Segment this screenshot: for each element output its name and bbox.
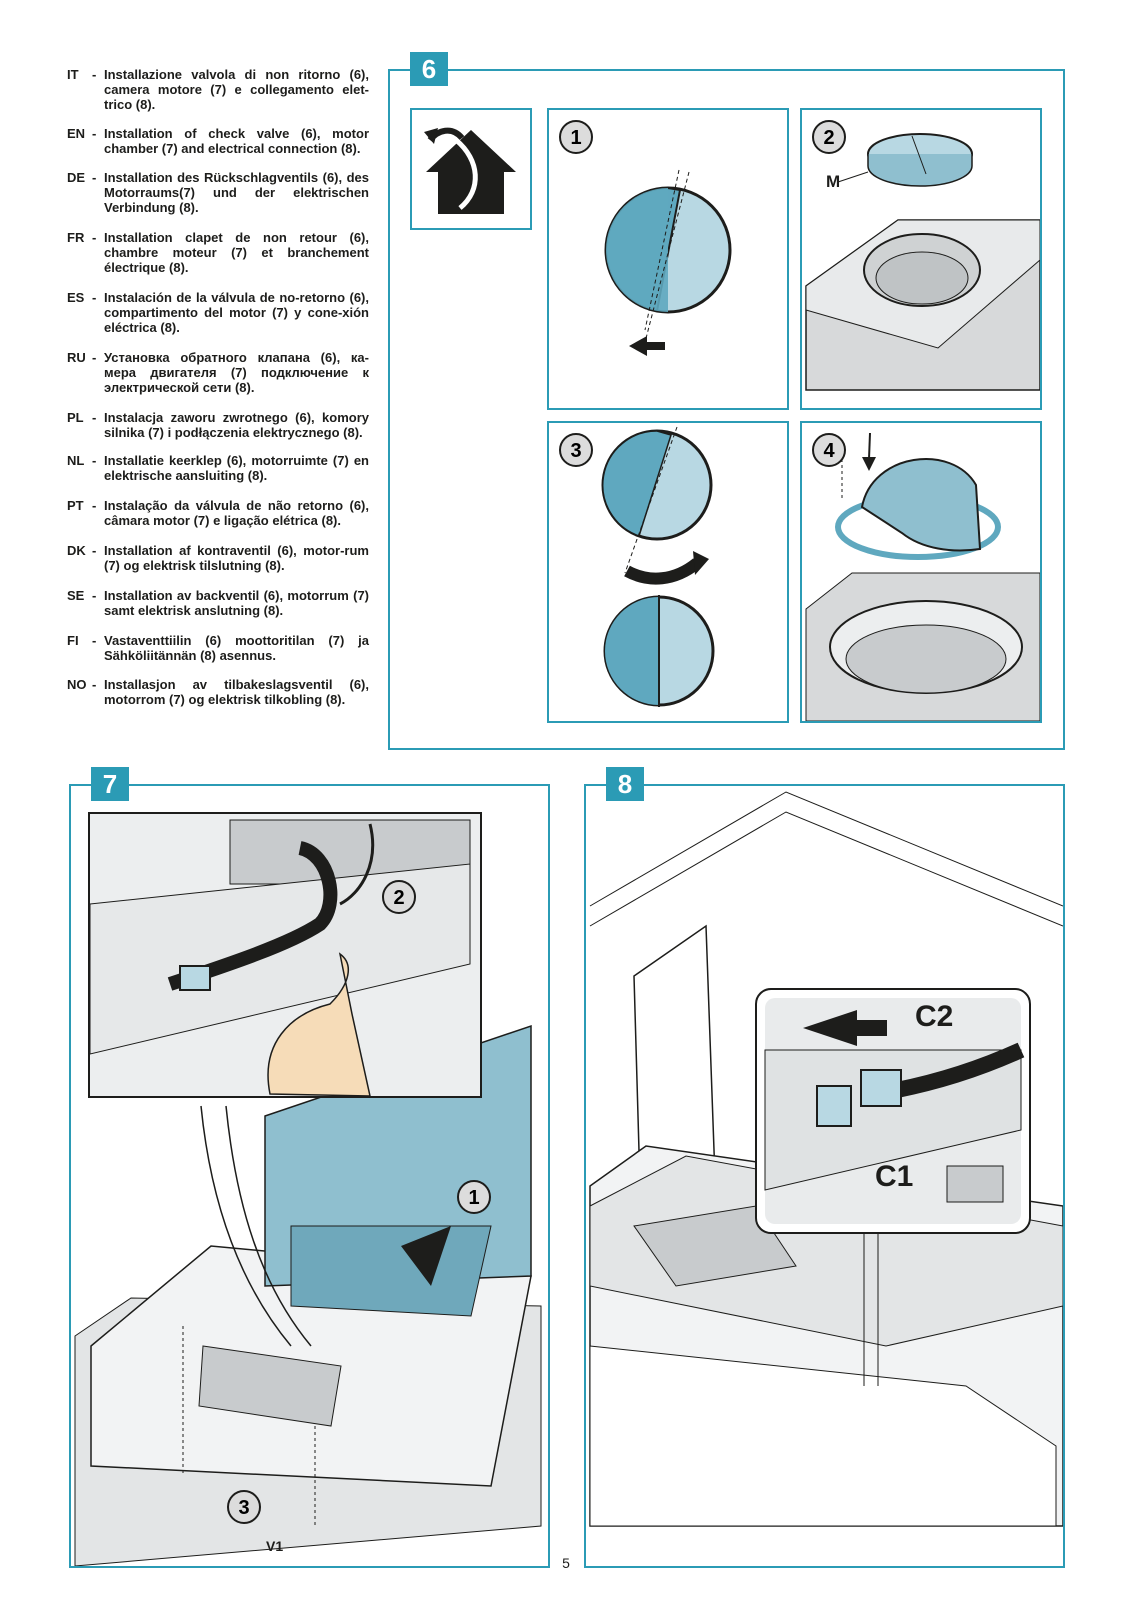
step8-zoom-detail: C2 C1: [755, 988, 1031, 1234]
instruction-fr: FR-Installation clapet de non retour (6)…: [67, 230, 369, 275]
svg-text:2: 2: [393, 887, 404, 909]
instruction-no: NO-Installasjon av tilbakeslagsventil (6…: [67, 677, 369, 707]
svg-text:4: 4: [823, 440, 835, 462]
callout-1: 1: [457, 1180, 491, 1214]
instruction-fi: FI-Vastaventtiilin (6) moottoritilan (7)…: [67, 633, 369, 663]
instruction-se: SE-Installation av backventil (6), motor…: [67, 588, 369, 618]
page-number: 5: [562, 1555, 570, 1571]
connector-label-c1: C1: [875, 1160, 914, 1193]
panel-number-badge: 4: [812, 433, 846, 467]
instruction-nl: NL-Installatie keerklep (6), motorruimte…: [67, 453, 369, 483]
motor-chamber-illustration: [74, 1024, 542, 1567]
step7-frame: 3 1 V1: [69, 784, 550, 1568]
instruction-it: IT-Installazione valvola di non ritorno …: [67, 67, 369, 112]
electrical-connection-illustration: [589, 791, 1064, 1527]
step6-panel-1: 1: [547, 108, 789, 410]
svg-text:1: 1: [468, 1187, 479, 1209]
instruction-de: DE-Installation des Rückschlagventils (6…: [67, 170, 369, 215]
arrow-down-icon: [401, 1226, 451, 1286]
callout-3: 3: [227, 1490, 261, 1524]
hood-top-illustration: [805, 133, 1041, 391]
step7-zoom-detail: 2: [88, 812, 482, 1098]
connector-label-c2: C2: [915, 1000, 954, 1033]
svg-text:3: 3: [570, 440, 581, 462]
arrow-left-icon: [803, 1010, 887, 1046]
house-exhaust-icon: [424, 127, 516, 214]
rotate-arrow-icon: [693, 551, 709, 575]
panel-number-badge: 1: [559, 120, 593, 154]
panel-number-badge: 2: [812, 120, 846, 154]
instruction-ru: RU-Установка обратного клапана (6), ка-м…: [67, 350, 369, 395]
arrow-down-icon: [862, 457, 876, 471]
instruction-dk: DK-Installation af kontraventil (6), mot…: [67, 543, 369, 573]
svg-text:1: 1: [570, 127, 581, 149]
svg-text:3: 3: [238, 1497, 249, 1519]
panel-number-badge: 3: [559, 433, 593, 467]
instruction-pl: PL-Instalacja zaworu zwrotnego (6), komo…: [67, 410, 369, 440]
arrow-left-icon: [629, 336, 665, 356]
step6-panel-4: 4: [800, 421, 1042, 723]
step8-badge: 8: [606, 767, 644, 801]
step6-panel-3: 3: [547, 421, 789, 723]
cable-routing-illustration: [89, 814, 480, 1097]
instruction-es: ES-Instalación de la válvula de no-retor…: [67, 290, 369, 335]
step8-frame: [584, 784, 1065, 1568]
connector-illustration: [764, 998, 1025, 1224]
house-icon-panel: [410, 108, 532, 230]
callout-2: 2: [382, 880, 416, 914]
valve-close-illustration: [601, 426, 715, 707]
valve-label-m: M: [826, 172, 841, 191]
screw-label-v1: V1: [266, 1538, 284, 1554]
step7-badge: 7: [91, 767, 129, 801]
valve-installed-illustration: [805, 432, 1041, 722]
step6-badge: 6: [410, 52, 448, 86]
svg-text:2: 2: [823, 127, 834, 149]
valve-open-illustration: [604, 169, 732, 356]
step6-frame: [388, 69, 1065, 750]
instruction-en: EN-Installation of check valve (6), moto…: [67, 126, 369, 156]
instruction-pt: PT-Instalação da válvula de não retorno …: [67, 498, 369, 528]
step6-panel-2: M 2: [800, 108, 1042, 410]
